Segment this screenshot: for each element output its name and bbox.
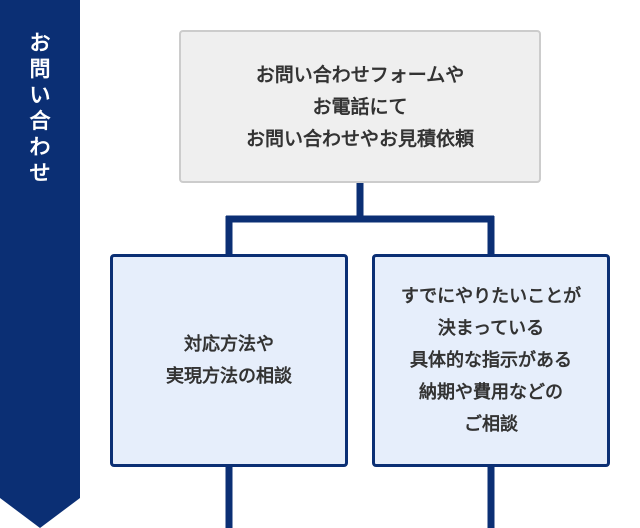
side-label-char: 合 bbox=[29, 109, 51, 133]
inquiry-box-line: お問い合わせフォームや bbox=[255, 63, 465, 86]
specific-request-box-line: 決まっている bbox=[437, 317, 545, 339]
specific-request-box-line: すでにやりたいことが bbox=[400, 285, 582, 307]
side-label-char: わ bbox=[29, 135, 51, 159]
consultation-box-text: 対応方法や 実現方法の相談 bbox=[166, 329, 292, 393]
consultation-box: 対応方法や 実現方法の相談 bbox=[110, 254, 348, 467]
side-banner-arrow bbox=[0, 0, 80, 528]
inquiry-box: お問い合わせフォームや お電話にて お問い合わせやお見積依頼 bbox=[179, 30, 541, 183]
consultation-box-line: 対応方法や bbox=[184, 333, 274, 355]
specific-request-box-line: ご相談 bbox=[464, 413, 518, 435]
side-label: お 問 い 合 わ せ bbox=[0, 30, 80, 186]
specific-request-box-line: 具体的な指示がある bbox=[410, 349, 572, 371]
inquiry-box-line: お問い合わせやお見積依頼 bbox=[245, 127, 474, 150]
specific-request-box: すでにやりたいことが 決まっている 具体的な指示がある 納期や費用などの ご相談 bbox=[372, 254, 610, 467]
side-banner: お 問 い 合 わ せ bbox=[0, 0, 80, 528]
specific-request-box-text: すでにやりたいことが 決まっている 具体的な指示がある 納期や費用などの ご相談 bbox=[401, 281, 581, 441]
consultation-box-line: 実現方法の相談 bbox=[166, 365, 292, 387]
inquiry-box-line: お電話にて bbox=[312, 95, 408, 118]
inquiry-box-text: お問い合わせフォームや お電話にて お問い合わせやお見積依頼 bbox=[246, 59, 474, 155]
side-label-char: い bbox=[29, 83, 51, 107]
side-label-char: せ bbox=[29, 161, 51, 185]
side-label-char: お bbox=[29, 31, 51, 55]
side-label-char: 問 bbox=[29, 57, 51, 81]
specific-request-box-line: 納期や費用などの bbox=[419, 381, 563, 403]
